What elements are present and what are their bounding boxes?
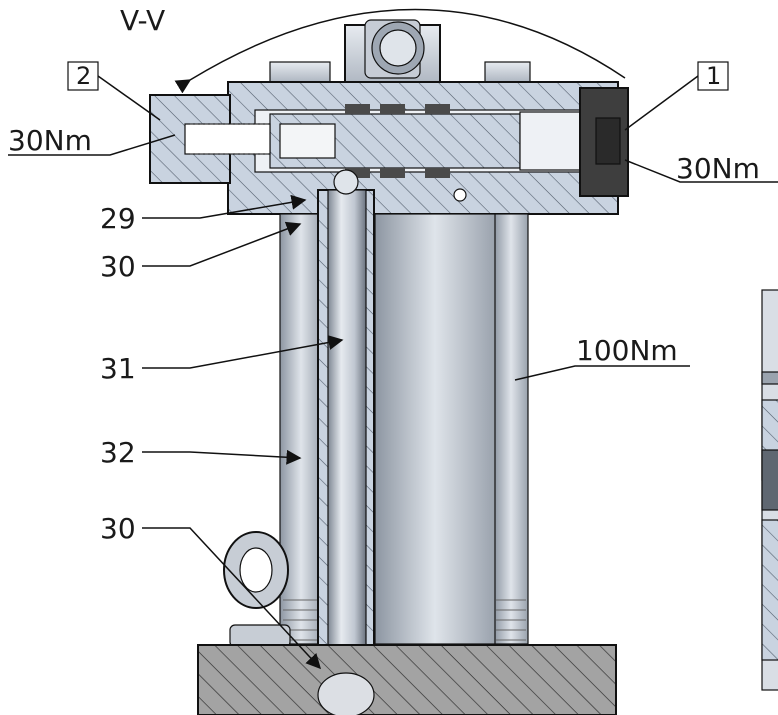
part-30-lower-leader xyxy=(142,527,322,670)
part-30-upper-label: 30 xyxy=(100,250,136,283)
part-32-label: 32 xyxy=(100,436,136,469)
center-column xyxy=(374,213,496,645)
part-29-leader xyxy=(142,194,307,219)
part-31-label: 31 xyxy=(100,352,136,385)
right-tie-rod xyxy=(493,213,529,645)
partial-side-view xyxy=(761,289,778,691)
top-bolt-left xyxy=(269,61,331,83)
part-30-upper-leader xyxy=(142,221,302,267)
eye-bolt xyxy=(223,531,291,648)
cylinder-head-section xyxy=(227,81,619,215)
item-1-label: 1 xyxy=(706,62,721,90)
view-title: V-V xyxy=(120,4,165,37)
left-plug-section xyxy=(149,94,271,184)
top-mount-block xyxy=(344,19,441,86)
rotation-arc xyxy=(174,8,626,94)
torque-left-label: 30Nm xyxy=(8,124,92,157)
torque-rod-leader xyxy=(514,365,690,381)
torque-left-leader xyxy=(8,134,176,156)
right-end-cap xyxy=(579,87,629,197)
torque-rod-label: 100Nm xyxy=(576,334,678,367)
part-30-lower-label: 30 xyxy=(100,512,136,545)
part-29-label: 29 xyxy=(100,202,136,235)
item-2-label: 2 xyxy=(76,62,91,90)
torque-right-leader xyxy=(624,159,778,183)
hatched-rod-section xyxy=(317,169,375,651)
part-31-leader xyxy=(142,335,344,369)
top-bolt-right xyxy=(484,61,531,83)
base-plate-section xyxy=(197,644,617,715)
item-2-leader xyxy=(97,75,161,121)
part-32-leader xyxy=(142,449,302,465)
item-1-leader xyxy=(624,75,699,131)
torque-right-label: 30Nm xyxy=(676,152,760,185)
